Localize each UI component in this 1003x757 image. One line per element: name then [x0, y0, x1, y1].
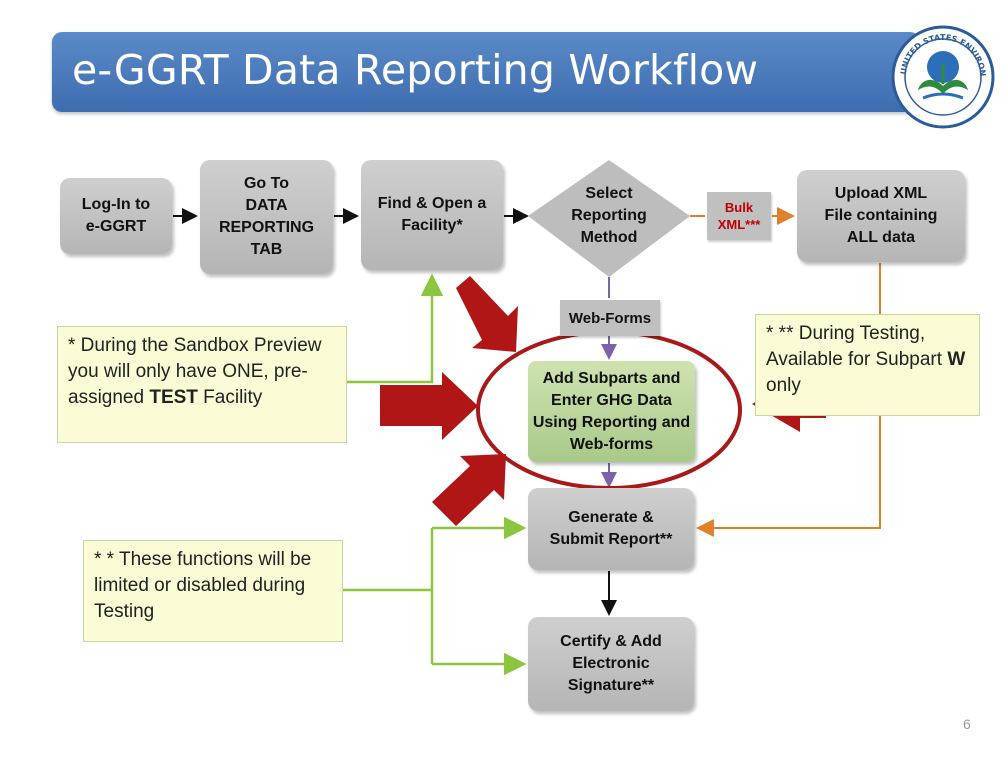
bulk-xml-line1: Bulk [724, 200, 754, 215]
testing-note: * ** During Testing, Available for Subpa… [755, 314, 980, 416]
sandbox-note-text: * During the Sandbox Preview you will on… [68, 335, 322, 408]
certify-signature-box: Certify & Add Electronic Signature** [528, 617, 694, 711]
add-subparts-box: Add Subparts and Enter GHG Data Using Re… [528, 361, 695, 462]
select-method-diamond [528, 160, 690, 277]
find-facility-box: Find & Open a Facility* [361, 160, 503, 270]
slide-title: e-GGRT Data Reporting Workflow [72, 46, 759, 94]
functions-note: * * These functions will be limited or d… [83, 540, 343, 642]
testing-note-text: * ** During Testing, Available for Subpa… [766, 323, 948, 370]
testing-note-bold: W [947, 349, 966, 370]
login-box: Log-In to e-GGRT [60, 178, 172, 254]
arrow-sandbox-note-to-find [347, 273, 444, 384]
bulk-xml-line2: XML*** [717, 217, 761, 232]
web-forms-tag: Web-Forms [560, 300, 660, 336]
title-bar [52, 32, 920, 112]
red-arrow-bottom-left [432, 454, 506, 526]
red-arrow-left [380, 372, 478, 440]
sandbox-note-end: Facility [197, 387, 263, 408]
upload-xml-box: Upload XML File containing ALL data [797, 170, 965, 262]
page-number: 6 [963, 716, 971, 732]
generate-submit-box: Generate & Submit Report** [528, 488, 694, 570]
select-method-label: Select Reporting Method [571, 185, 647, 246]
sandbox-note: * During the Sandbox Preview you will on… [57, 326, 347, 443]
testing-note-end: only [766, 375, 801, 396]
red-arrow-top-left [456, 276, 518, 352]
sandbox-note-bold: TEST [149, 387, 198, 408]
goto-data-reporting-box: Go To DATA REPORTING TAB [200, 160, 333, 274]
bulk-xml-tag: Bulk XML*** [707, 192, 771, 240]
epa-seal-logo: UNITED STATES ENVIRONMENTAL PROTECTION A… [890, 24, 995, 129]
